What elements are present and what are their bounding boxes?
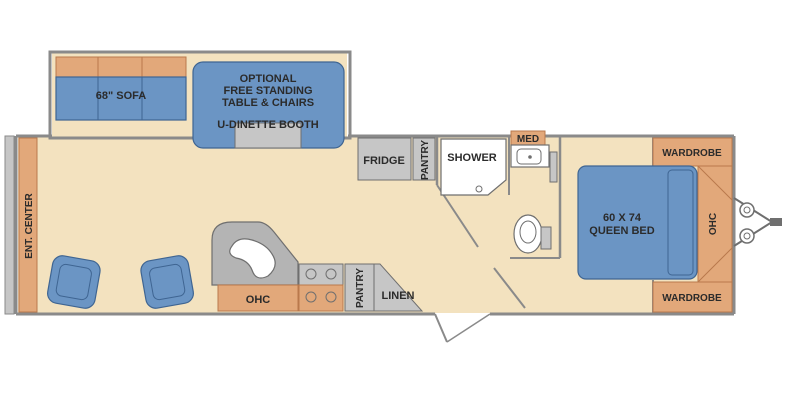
kitchen-ohc: [217, 284, 299, 312]
toilet: [513, 214, 552, 254]
front-ohc: [697, 165, 733, 283]
entry-door: [434, 313, 491, 343]
bath-door-panel: [493, 267, 526, 309]
burner-4: [325, 291, 337, 303]
slideout: 68" SOFA OPTIONAL FREE STANDING TABLE & …: [48, 50, 352, 149]
wardrobe-top-label: WARDROBE: [662, 148, 722, 159]
linen-closet: [373, 263, 424, 312]
ent-center-cabinet: [18, 137, 38, 313]
sofa-back-cushion-3: [141, 56, 187, 78]
burner-2: [325, 268, 337, 280]
entry-door-edge: [446, 313, 491, 343]
lp-tank-top-inner: [743, 206, 751, 214]
bed-pillows: [667, 169, 694, 276]
lp-tank-bottom: [739, 228, 755, 244]
recliner-right-cushion: [149, 263, 186, 301]
pantry-lower-label: PANTRY: [355, 268, 366, 308]
sofa-label: 68" SOFA: [96, 90, 147, 102]
bath-sink-drain: [528, 155, 532, 159]
recliner-right-seat: [140, 255, 194, 309]
front-ohc-label: OHC: [708, 213, 719, 235]
sofa-back-cushion-2: [97, 56, 143, 78]
wardrobe-bottom: [652, 281, 733, 313]
shower-label: SHOWER: [447, 152, 497, 164]
recliner-left: [47, 255, 101, 309]
linen-label: LINEN: [382, 290, 415, 302]
kitchen: OHC PANTRY LINEN: [211, 221, 424, 312]
recliner-right: [140, 255, 194, 309]
dinette-table: [234, 122, 302, 149]
recliner-left-cushion: [55, 263, 92, 301]
entry-door-panel: [434, 313, 448, 343]
front-ohc-diag-2: [697, 247, 733, 283]
dinette-booth: OPTIONAL FREE STANDING TABLE & CHAIRS U-…: [192, 61, 345, 149]
hitch: [733, 197, 782, 247]
hitch-coupler: [770, 218, 782, 226]
ent-center: ENT. CENTER: [18, 137, 38, 313]
toilet-tank: [540, 226, 552, 250]
toilet-bowl-inner: [519, 220, 537, 244]
dinette-label-table-chairs: TABLE & CHAIRS: [222, 97, 314, 109]
bed-type-label: QUEEN BED: [589, 225, 654, 237]
shower-stall: [440, 138, 507, 196]
sofa-back-cushion-1: [55, 56, 99, 78]
bath-sink-basin: [516, 148, 542, 165]
pantry-upper: [412, 137, 436, 181]
wardrobe-bottom-label: WARDROBE: [662, 293, 722, 304]
kitchen-sink: [229, 238, 276, 279]
bath-shelf: [549, 151, 558, 183]
dinette-label-optional: OPTIONAL: [240, 73, 297, 85]
burner-1: [305, 268, 317, 280]
pantry-upper-label: PANTRY: [420, 140, 431, 180]
pantry-lower: [344, 263, 375, 312]
dinette-label-booth: U-DINETTE BOOTH: [217, 119, 318, 131]
kitchen-ohc-label: OHC: [246, 294, 271, 306]
ent-center-label: ENT. CENTER: [24, 192, 35, 258]
med-label: MED: [517, 134, 539, 145]
fridge-area: FRIDGE PANTRY: [357, 137, 436, 181]
sofa-seat: [55, 76, 187, 121]
bed-size-label: 60 X 74: [603, 212, 642, 224]
rear-wall-bumper: [4, 135, 15, 315]
recliner-left-seat: [47, 255, 101, 309]
sofa: 68" SOFA: [55, 56, 187, 121]
queen-bed: 60 X 74 QUEEN BED: [577, 165, 698, 280]
range-burners: [298, 263, 344, 312]
fridge: [357, 137, 412, 181]
fridge-label: FRIDGE: [363, 155, 405, 167]
dinette-label-free-standing: FREE STANDING: [223, 85, 312, 97]
shower-drain: [475, 185, 483, 193]
bed-mattress: [577, 165, 698, 280]
bedroom: WARDROBE WARDROBE OHC 60 X 74 QUEEN BED: [577, 136, 733, 314]
lp-tank-bottom-inner: [743, 232, 751, 240]
bathroom: SHOWER MED: [435, 130, 562, 309]
lp-tank-top: [739, 202, 755, 218]
burner-3: [305, 291, 317, 303]
wardrobe-top: [652, 137, 733, 167]
front-ohc-diag-1: [697, 165, 733, 201]
